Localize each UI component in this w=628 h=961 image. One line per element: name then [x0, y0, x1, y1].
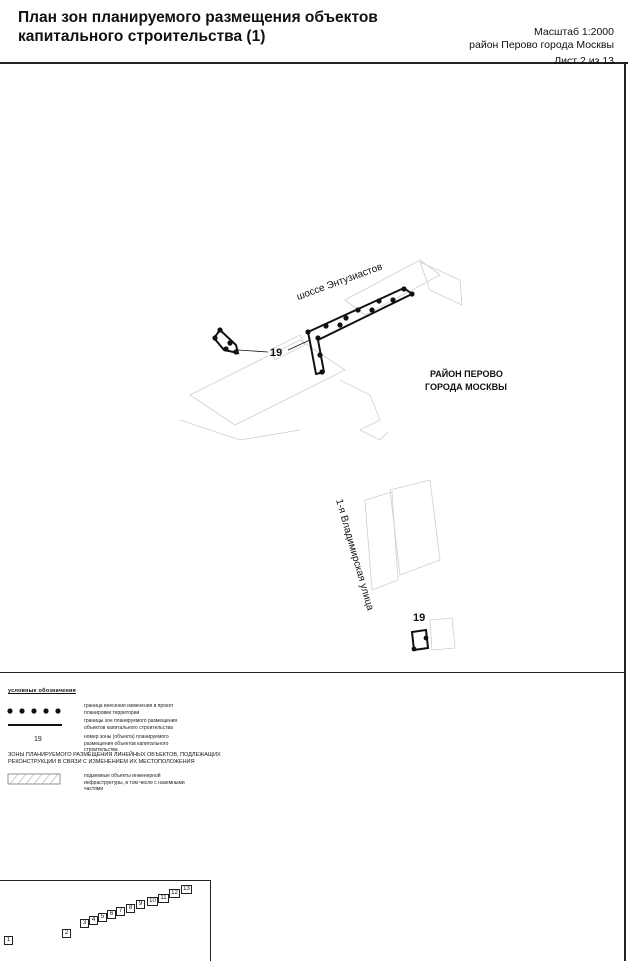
sheet-cell-8[interactable]: 8 — [126, 904, 135, 913]
index-divider — [0, 880, 210, 881]
legend-symbol-zone-number: 19 — [34, 736, 42, 743]
legend-item-change-boundary: граница внесения изменения в проект план… — [84, 703, 174, 716]
sheet-cell-5[interactable]: 5 — [98, 913, 107, 922]
legend-title: условные обозначения — [8, 688, 76, 694]
sheet-cell-7[interactable]: 7 — [116, 907, 125, 916]
sheet-cell-10[interactable]: 10 — [147, 897, 158, 906]
sheet-cell-1[interactable]: 1 — [4, 936, 13, 945]
legend-divider — [0, 672, 626, 673]
legend-section-linear-objects: ЗОНЫ ПЛАНИРУЕМОГО РАЗМЕЩЕНИЯ ЛИНЕЙНЫХ ОБ… — [8, 752, 221, 765]
sheet-cell-13[interactable]: 13 — [181, 885, 192, 894]
title-line-2: капитального строительства (1) — [18, 28, 266, 45]
sheet-cell-6[interactable]: 6 — [107, 910, 116, 919]
street-label-highway: шоссе Энтузиастов — [295, 262, 384, 303]
sheet-cell-9[interactable]: 9 — [136, 900, 145, 909]
legend-symbol-hatch — [7, 773, 61, 785]
district-map-label-2: ГОРОДА МОСКВЫ — [425, 382, 507, 392]
sheet-label: Лист 2 из 13 — [554, 55, 614, 67]
background-buildings — [179, 259, 463, 651]
legend-item-underground: подземные объекты инженерной инфраструкт… — [84, 773, 185, 792]
map-metadata: Масштаб 1:2000 район Перово города Москв… — [414, 26, 614, 68]
sheet-cell-4[interactable]: 4 — [89, 916, 98, 925]
index-divider-vertical — [210, 880, 211, 961]
title-line-1: План зон планируемого размещения объекто… — [18, 9, 378, 26]
legend-item-zone-boundary: границы зон планируемого размещения объе… — [84, 718, 178, 731]
district-label: район Перово города Москвы — [469, 39, 614, 51]
page-title: План зон планируемого размещения объекто… — [18, 8, 398, 46]
right-border — [624, 62, 626, 961]
sheet-cell-11[interactable]: 11 — [158, 894, 169, 903]
zone-19-south — [410, 628, 430, 652]
zone-19-highway-strip — [287, 286, 415, 375]
sheet-cell-2-current[interactable]: 2 — [62, 929, 71, 938]
sheet-cell-12[interactable]: 12 — [169, 889, 180, 898]
zone-19-west — [212, 327, 269, 355]
scale-label: Масштаб 1:2000 — [534, 26, 614, 38]
legend-symbol-dotted-boundary — [7, 708, 61, 714]
zone-number-label-2: 19 — [413, 612, 425, 624]
sheet-cell-3[interactable]: 3 — [80, 919, 89, 928]
district-map-label-1: РАЙОН ПЕРОВО — [430, 368, 503, 379]
legend-item-zone-number: номер зоны (объекта) планируемого размещ… — [84, 734, 169, 753]
zone-number-label-1: 19 — [270, 347, 282, 359]
header-divider — [0, 62, 628, 64]
